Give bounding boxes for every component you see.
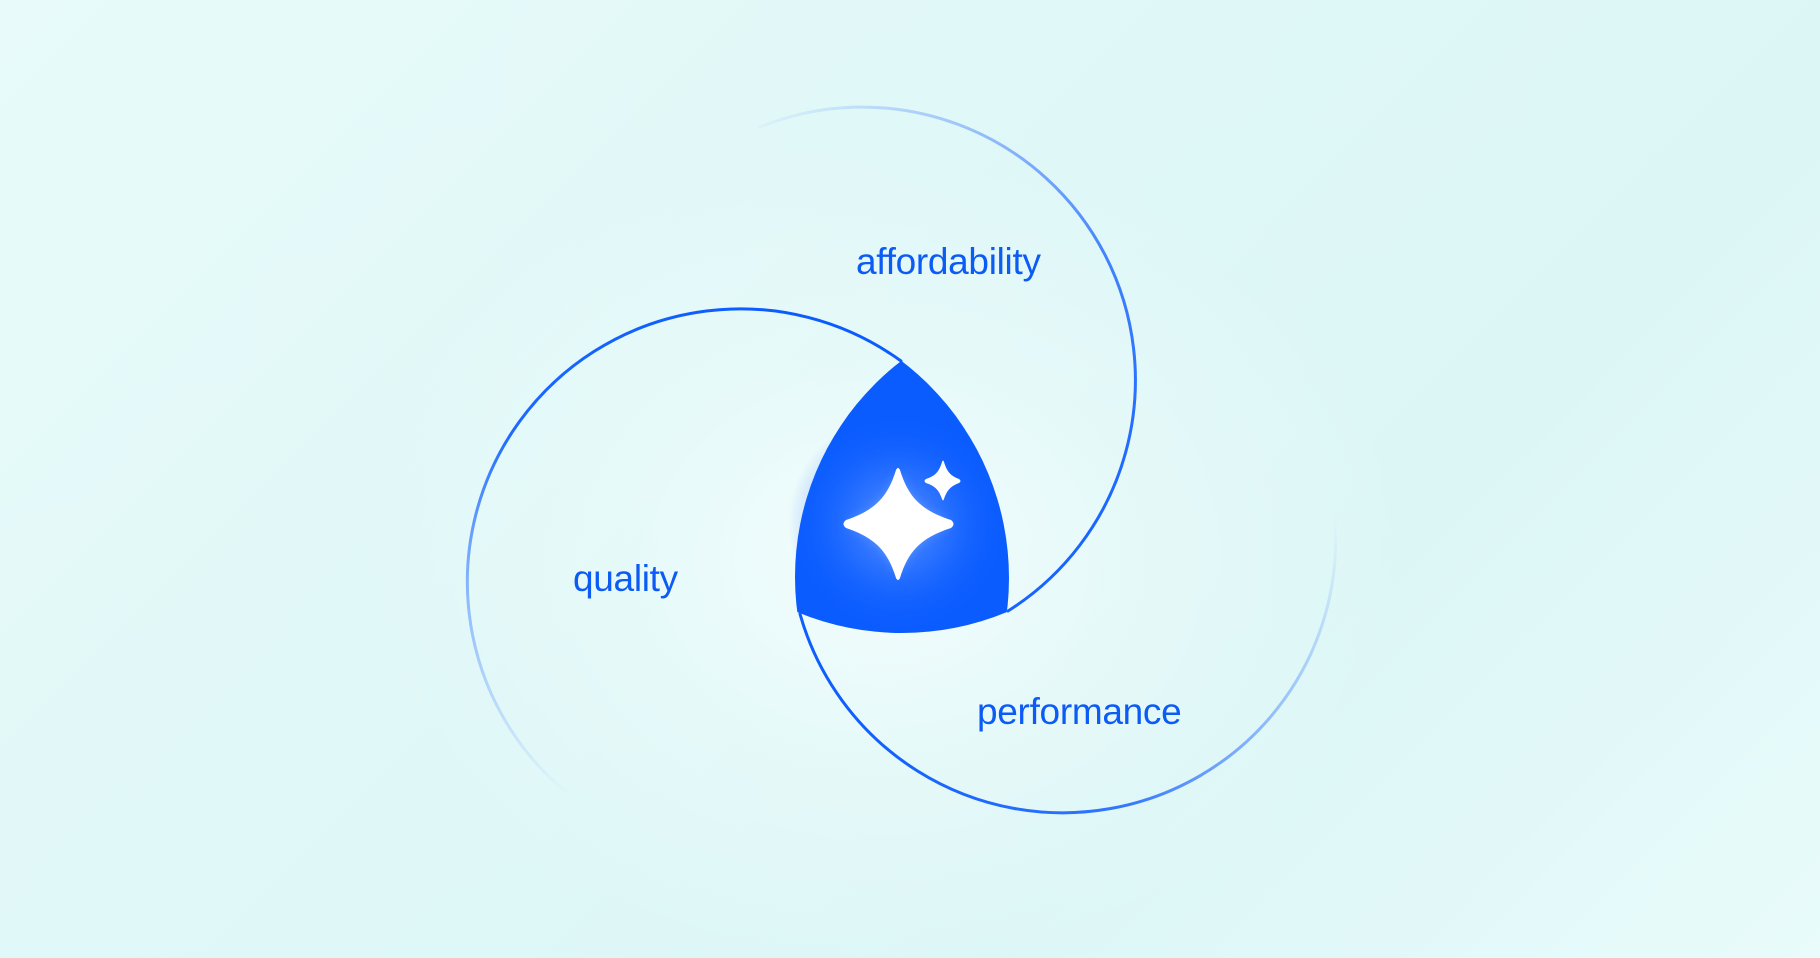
small-sparkle-icon (924, 460, 961, 501)
sparkles-icon (843, 460, 961, 580)
large-sparkle-icon (843, 468, 954, 580)
quality-label: quality (573, 558, 678, 599)
affordability-label: affordability (856, 241, 1041, 282)
center-intersection (788, 305, 1009, 633)
quality-circle (465, 307, 903, 805)
performance-label: performance (977, 691, 1182, 732)
performance-circle (798, 518, 1338, 815)
affordability-circle (758, 105, 1137, 613)
